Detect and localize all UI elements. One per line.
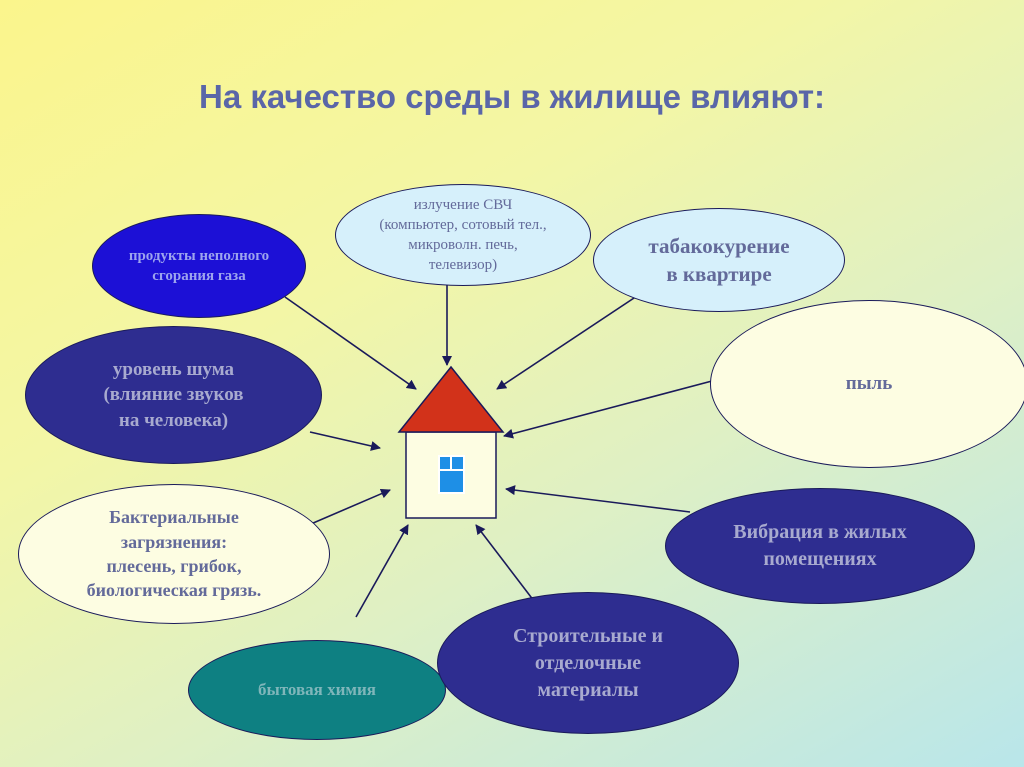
node-household-chemicals: бытовая химия (188, 640, 446, 740)
node-bacterial-contamination: Бактериальные загрязнения: плесень, гриб… (18, 484, 330, 624)
node-microwave-radiation: излучение СВЧ (компьютер, сотовый тел., … (335, 184, 591, 286)
page-title: На качество среды в жилище влияют: (199, 78, 825, 115)
arrow-noise (309, 431, 381, 451)
node-dust: пыль (710, 300, 1024, 468)
arrow-gas (284, 296, 417, 390)
house-window (438, 455, 465, 494)
house-roof (397, 365, 505, 433)
node-vibration: Вибрация в жилых помещениях (665, 488, 975, 604)
node-gas-combustion: продукты неполного сгорания газа (92, 214, 306, 318)
arrow-dust (503, 380, 713, 439)
house-icon (397, 365, 505, 519)
arrow-chemicals (355, 524, 409, 618)
node-building-materials: Строительные и отделочные материалы (437, 592, 739, 734)
arrow-smoking (496, 293, 641, 390)
node-smoking: табакокурение в квартире (593, 208, 845, 312)
node-noise-level: уровень шума (влияние звуков на человека… (25, 326, 322, 464)
arrow-materials (475, 524, 535, 602)
arrow-vibration (505, 485, 691, 513)
